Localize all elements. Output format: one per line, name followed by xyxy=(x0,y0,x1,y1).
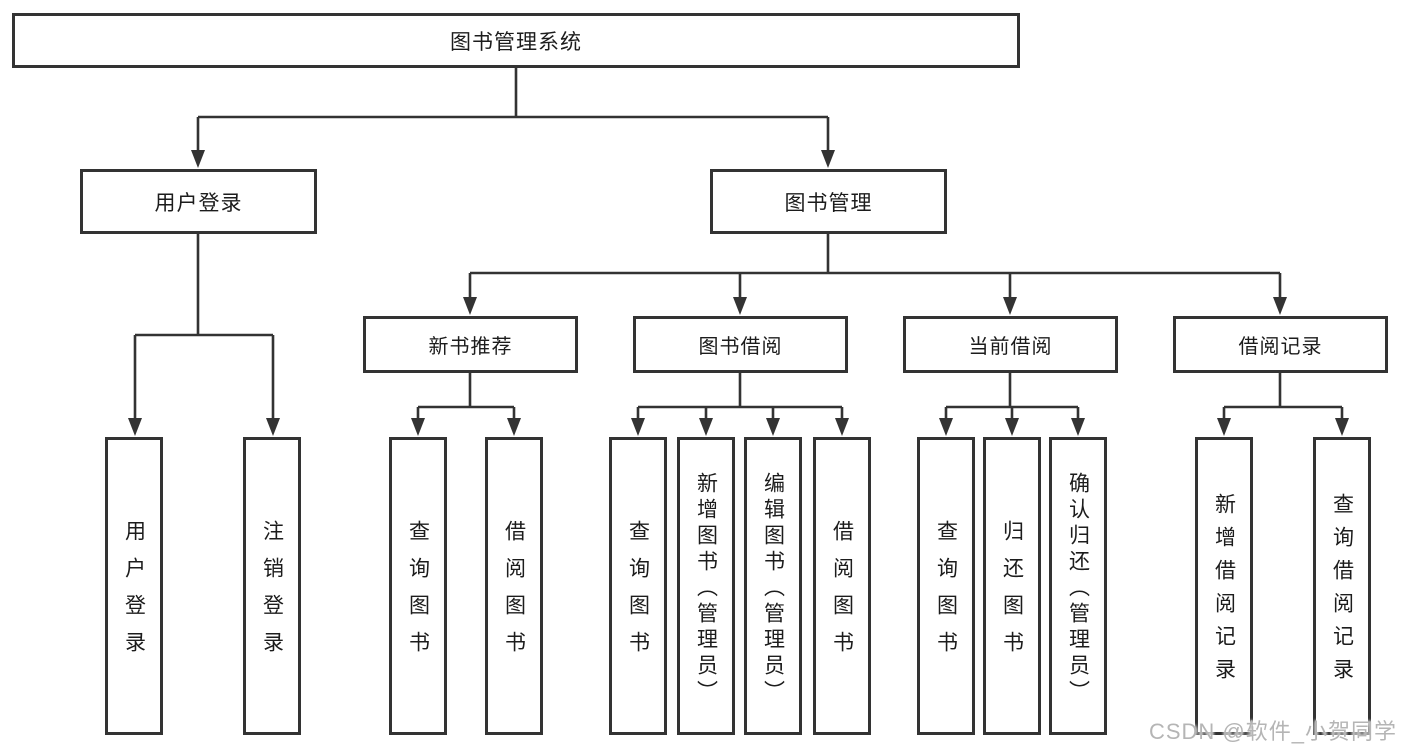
leaf-borrow-edit-book-admin: 编辑图书（管理员） xyxy=(744,437,802,735)
leaf-current-confirm-return-admin: 确认归还（管理员） xyxy=(1049,437,1107,735)
leaf-label: 借阅图书 xyxy=(830,520,854,668)
leaf-records-query-borrow-record: 查询借阅记录 xyxy=(1313,437,1371,735)
leaf-label: 查询图书 xyxy=(626,520,650,668)
leaf-label: 编辑图书（管理员） xyxy=(761,471,785,706)
leaf-label: 新增图书（管理员） xyxy=(694,471,718,706)
leaf-label: 查询图书 xyxy=(934,520,958,668)
node-book-management: 图书管理 xyxy=(710,169,947,234)
leaf-label: 确认归还（管理员） xyxy=(1066,471,1090,706)
node-book-borrow: 图书借阅 xyxy=(633,316,848,373)
leaf-label: 查询图书 xyxy=(406,520,430,668)
leaf-user-login: 用户登录 xyxy=(105,437,163,735)
leaf-newbook-query-book: 查询图书 xyxy=(389,437,447,735)
node-new-book-recommend: 新书推荐 xyxy=(363,316,578,373)
leaf-borrow-query-book: 查询图书 xyxy=(609,437,667,735)
leaf-newbook-borrow-book: 借阅图书 xyxy=(485,437,543,735)
leaf-label: 新增借阅记录 xyxy=(1212,493,1236,691)
leaf-current-query-book: 查询图书 xyxy=(917,437,975,735)
leaf-label: 注销登录 xyxy=(260,520,284,668)
leaf-logout-login: 注销登录 xyxy=(243,437,301,735)
node-current-borrow: 当前借阅 xyxy=(903,316,1118,373)
leaf-records-add-borrow-record: 新增借阅记录 xyxy=(1195,437,1253,735)
watermark: CSDN @软件_小贺同学 xyxy=(1148,719,1397,744)
arrowheads xyxy=(128,150,1349,436)
leaf-label: 用户登录 xyxy=(122,520,146,668)
leaf-label: 查询借阅记录 xyxy=(1330,493,1354,691)
leaf-current-return-book: 归还图书 xyxy=(983,437,1041,735)
leaf-borrow-add-book-admin: 新增图书（管理员） xyxy=(677,437,735,735)
leaf-label: 归还图书 xyxy=(1000,520,1024,668)
leaf-label: 借阅图书 xyxy=(502,520,526,668)
node-borrow-records: 借阅记录 xyxy=(1173,316,1388,373)
leaf-borrow-borrow-book: 借阅图书 xyxy=(813,437,871,735)
node-user-login: 用户登录 xyxy=(80,169,317,234)
node-root: 图书管理系统 xyxy=(12,13,1020,68)
